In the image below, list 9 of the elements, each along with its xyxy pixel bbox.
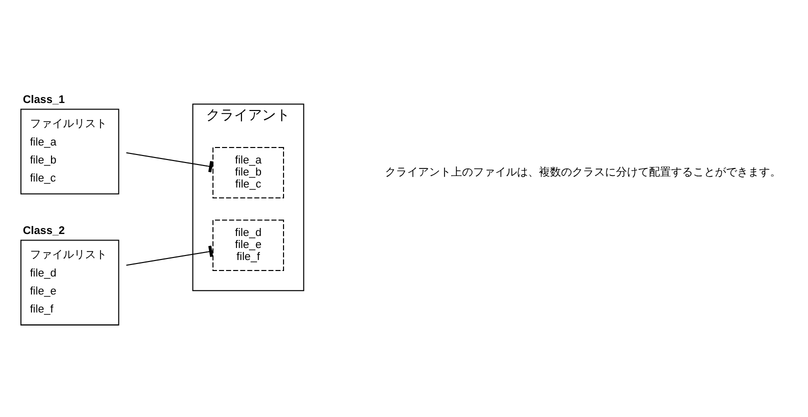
node-box: file_a file_b file_c	[212, 146, 284, 198]
connector	[126, 245, 214, 266]
node-label: Class_1	[22, 93, 65, 106]
node-label: Class_2	[22, 224, 65, 236]
node-box: ファイルリスト file_a file_b file_c	[20, 108, 120, 194]
label: クライアント上のファイルは、複数のクラスに分けて配置することができます。	[384, 166, 781, 178]
node-box: ファイルリスト file_d file_e file_f	[20, 239, 120, 325]
connector	[126, 152, 214, 172]
node-box: file_d file_e file_f	[212, 219, 284, 270]
